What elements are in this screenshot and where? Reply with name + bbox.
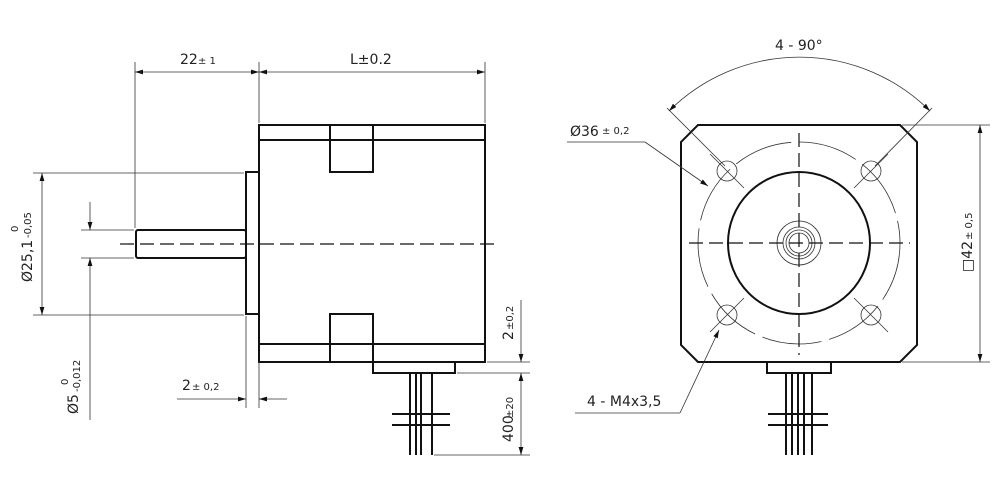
dim-cable-length: 400: [501, 415, 517, 442]
dim-body-length: L±0.2: [350, 52, 392, 68]
svg-text:0: 0: [10, 226, 21, 232]
svg-text:± 0,5: ± 0,5: [964, 213, 975, 240]
bottom-notch: [329, 313, 374, 363]
svg-text:-0,012: -0,012: [72, 360, 83, 392]
dim-flange-height: 2: [182, 378, 191, 394]
cable-front: [768, 373, 828, 455]
front-view: 4 - 90° Ø36 ± 0,2 □42 ± 0,5 4 - M4x3,5: [567, 38, 990, 455]
dim-angle: 4 - 90°: [775, 38, 823, 54]
connector: [372, 361, 456, 374]
svg-text:± 1: ± 1: [198, 56, 216, 67]
dim-shaft-dia: Ø5: [66, 394, 82, 414]
svg-text:-0,05: -0,05: [23, 212, 34, 238]
side-view: 22 ± 1 L±0.2 Ø25,1 0 -0,05 Ø5 0 -0,012 2…: [10, 52, 530, 456]
top-notch: [329, 124, 374, 173]
dim-holes: 4 - M4x3,5: [587, 394, 661, 410]
dim-square: □42: [960, 241, 976, 272]
dim-bolt-circle: Ø36: [570, 124, 599, 140]
svg-text:± 0,2: ± 0,2: [602, 126, 629, 137]
square-face: [680, 124, 918, 363]
dim-flange-dia: Ø25,1: [20, 240, 36, 282]
flange: [245, 171, 260, 315]
dim-shaft-length: 22: [180, 52, 198, 68]
svg-text:±20: ±20: [505, 397, 516, 418]
svg-text:±0,2: ±0,2: [505, 306, 516, 330]
mounting-holes: [709, 153, 889, 333]
dim-connector-offset: 2: [501, 331, 517, 340]
cable: [392, 373, 450, 455]
svg-text:0: 0: [60, 379, 71, 385]
connector-front: [766, 361, 832, 374]
svg-text:± 0,2: ± 0,2: [192, 382, 219, 393]
